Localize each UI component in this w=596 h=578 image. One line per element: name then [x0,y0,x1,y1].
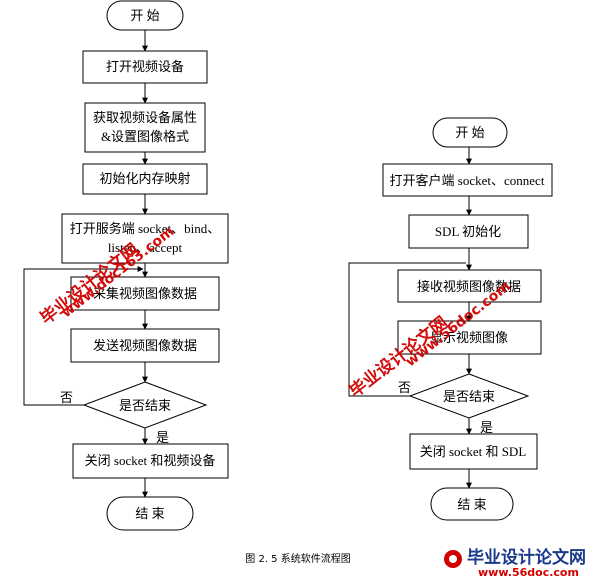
left-get-props-line2: &设置图像格式 [101,129,189,144]
right-decision-node: 是否结束 [408,373,530,419]
right-sdl-init-label: SDL 初始化 [435,224,501,239]
right-start-label: 开 始 [455,125,484,140]
right-end-node: 结 束 [430,487,514,521]
left-send-node: 发送视频图像数据 [70,328,220,363]
left-end-label: 结 束 [135,506,164,521]
right-decision-label: 是否结束 [443,389,495,404]
right-yes-label: 是 [480,420,493,435]
right-no-label: 否 [398,380,411,395]
right-receive-label: 接收视频图像数据 [417,279,521,294]
left-open-device-label: 打开视频设备 [106,59,184,74]
logo-text: 毕业设计论文网 [467,547,586,568]
left-start-node: 开 始 [106,0,184,31]
left-decision-label: 是否结束 [119,398,171,413]
left-end-node: 结 束 [106,496,194,531]
left-open-server-node: 打开服务端 socket、bind、 listen、accept [61,213,229,264]
logo-url: www.56doc.com [478,566,579,578]
right-close-node: 关闭 socket 和 SDL [409,433,538,470]
left-open-server-line2: listen、accept [108,240,183,255]
left-open-device-node: 打开视频设备 [82,50,208,84]
left-yes-label: 是 [156,430,169,445]
right-receive-node: 接收视频图像数据 [397,269,542,303]
left-open-server-line1: 打开服务端 socket、bind、 [70,221,221,236]
right-close-label: 关闭 socket 和 SDL [420,444,527,459]
left-get-props-node: 获取视频设备属性 &设置图像格式 [84,102,206,153]
figure-caption: 图 2. 5 系统软件流程图 [245,552,350,565]
right-flowchart [348,147,472,489]
left-close-node: 关闭 socket 和视频设备 [72,443,229,479]
left-get-props-line1: 获取视频设备属性 [93,110,197,125]
right-end-label: 结 束 [457,497,486,512]
right-display-node: 显示视频图像 [397,320,542,355]
watermark-logo: 毕业设计论文网 www.56doc.com [444,547,586,578]
left-mem-map-label: 初始化内存映射 [99,171,190,186]
left-capture-label: 采集视频图像数据 [93,286,197,301]
left-mem-map-node: 初始化内存映射 [82,163,208,195]
left-no-label: 否 [60,390,73,405]
left-decision-node: 是否结束 [82,381,208,429]
right-sdl-init-node: SDL 初始化 [408,214,529,249]
left-flowchart [23,30,148,498]
left-capture-node: 采集视频图像数据 [70,276,220,311]
right-open-client-node: 打开客户端 socket、connect [382,163,553,197]
right-start-node: 开 始 [432,117,508,148]
left-close-label: 关闭 socket 和视频设备 [85,453,216,468]
right-display-label: 显示视频图像 [430,330,508,345]
left-start-label: 开 始 [130,8,159,23]
left-send-label: 发送视频图像数据 [93,338,197,353]
right-open-client-label: 打开客户端 socket、connect [390,173,545,188]
